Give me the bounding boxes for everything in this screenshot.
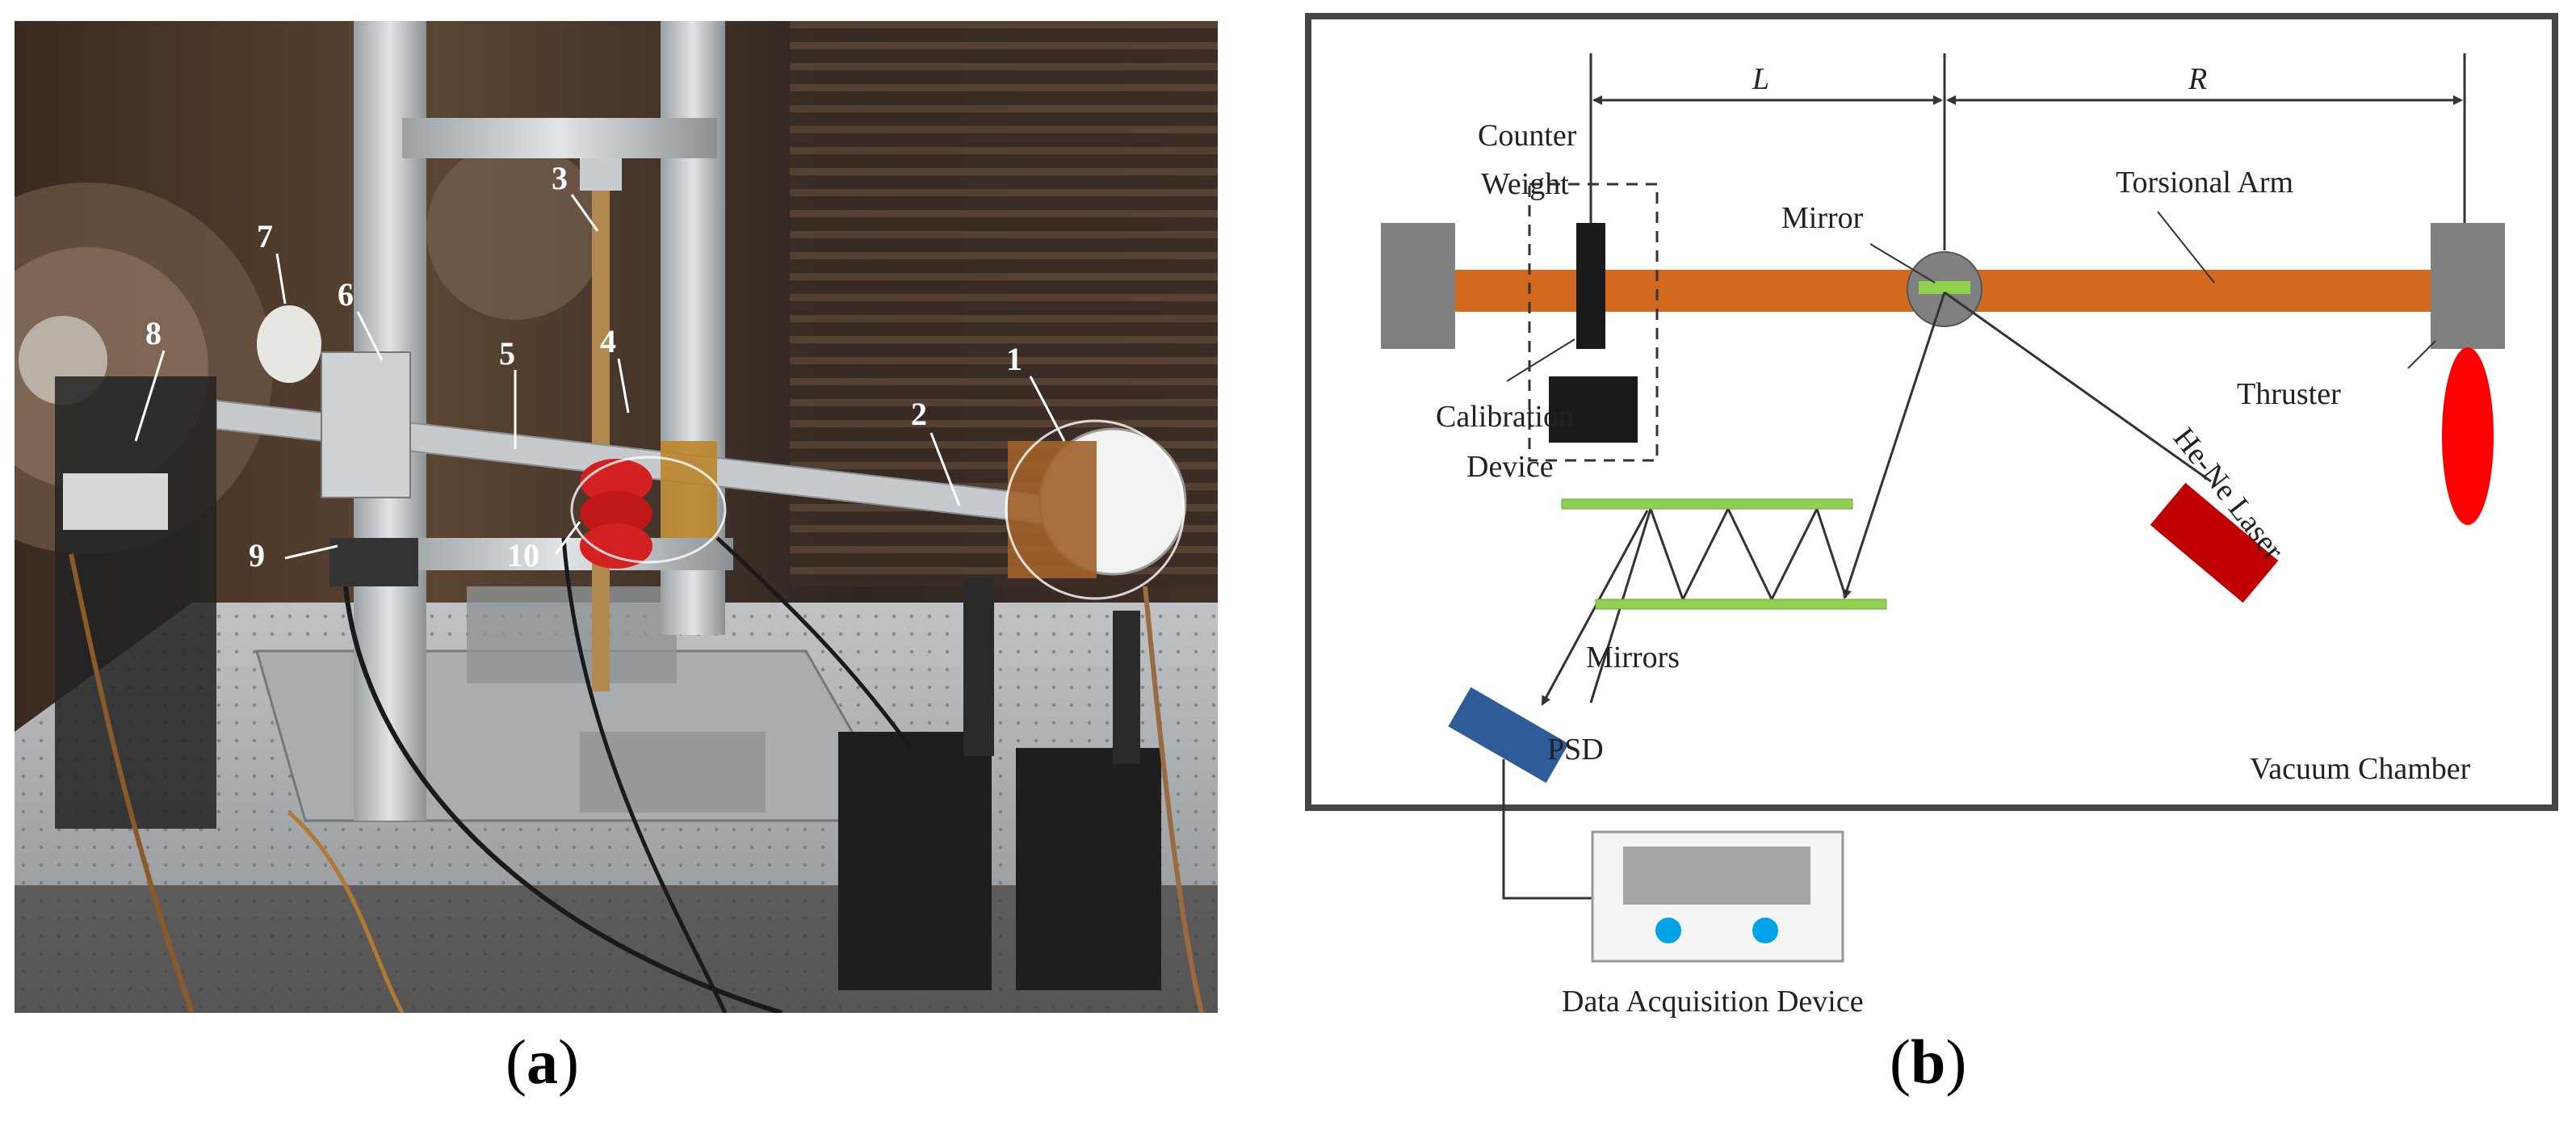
callout-9: 9 [249,537,265,573]
he-ne-laser [2150,482,2279,603]
mirror-element [1919,281,1970,294]
psd-sensor [1448,687,1569,783]
mirror-label: Mirror [1781,201,1864,235]
mirrors-label: Mirrors [1586,641,1680,674]
vacuum-chamber-label: Vacuum Chamber [2250,752,2471,786]
callout-6: 6 [338,276,354,313]
label-L: L [1752,62,1769,96]
frame-crossbar-top [402,118,717,158]
callout-7: 7 [257,218,273,254]
callout-2: 2 [911,396,927,432]
thruster-label: Thruster [2237,377,2341,411]
schematic-diagram: L R [1305,13,2558,1019]
caption-a: (a) [506,1027,579,1097]
counter-weight-label-1: Counter [1478,119,1577,153]
callout-5: 5 [499,335,515,372]
thruster-block [2431,223,2505,349]
callout-4: 4 [600,323,616,359]
torsional-arm-label: Torsional Arm [2116,166,2293,200]
calibration-device-box [1528,183,1659,462]
photo-panel: 1 2 3 4 5 6 7 8 9 10 [0,21,1218,1015]
psd-label: PSD [1547,733,1604,767]
callout-3: 3 [552,160,568,196]
torsion-fiber [592,166,610,691]
counterweight [257,305,321,383]
calibration-label-2: Device [1466,450,1554,484]
daq-display [1623,846,1810,905]
sensor-mount [329,538,418,586]
callout-8: 8 [145,315,162,351]
schematic-panel: L R [1292,0,2576,1126]
counter-weight-label-2: Weight [1481,167,1569,201]
calibration-label-1: Calibration [1436,400,1574,434]
calibration-coil-block [1549,376,1638,443]
calibration-magnet [1576,223,1605,349]
callout-10: 10 [507,537,539,573]
lower-mirror [1595,599,1887,610]
counter-weight-block [1381,223,1455,349]
callout-1: 1 [1006,341,1022,377]
vacuum-chamber-border [1305,13,2558,811]
daq-indicator-left [1655,918,1681,943]
right-stage-2 [1016,748,1161,990]
right-stage-1 [838,732,992,990]
data-acquisition-label: Data Acquisition Device [1562,985,1864,1019]
thruster-plume [2442,347,2494,525]
caption-b: (b) [1890,1027,1967,1097]
upper-mirror [1561,498,1853,510]
label-R: R [2188,62,2207,96]
chamber-port-center [426,142,604,320]
daq-indicator-right [1752,918,1778,943]
test-stand-photo: 1 2 3 4 5 6 7 8 9 10 [0,21,1218,1015]
